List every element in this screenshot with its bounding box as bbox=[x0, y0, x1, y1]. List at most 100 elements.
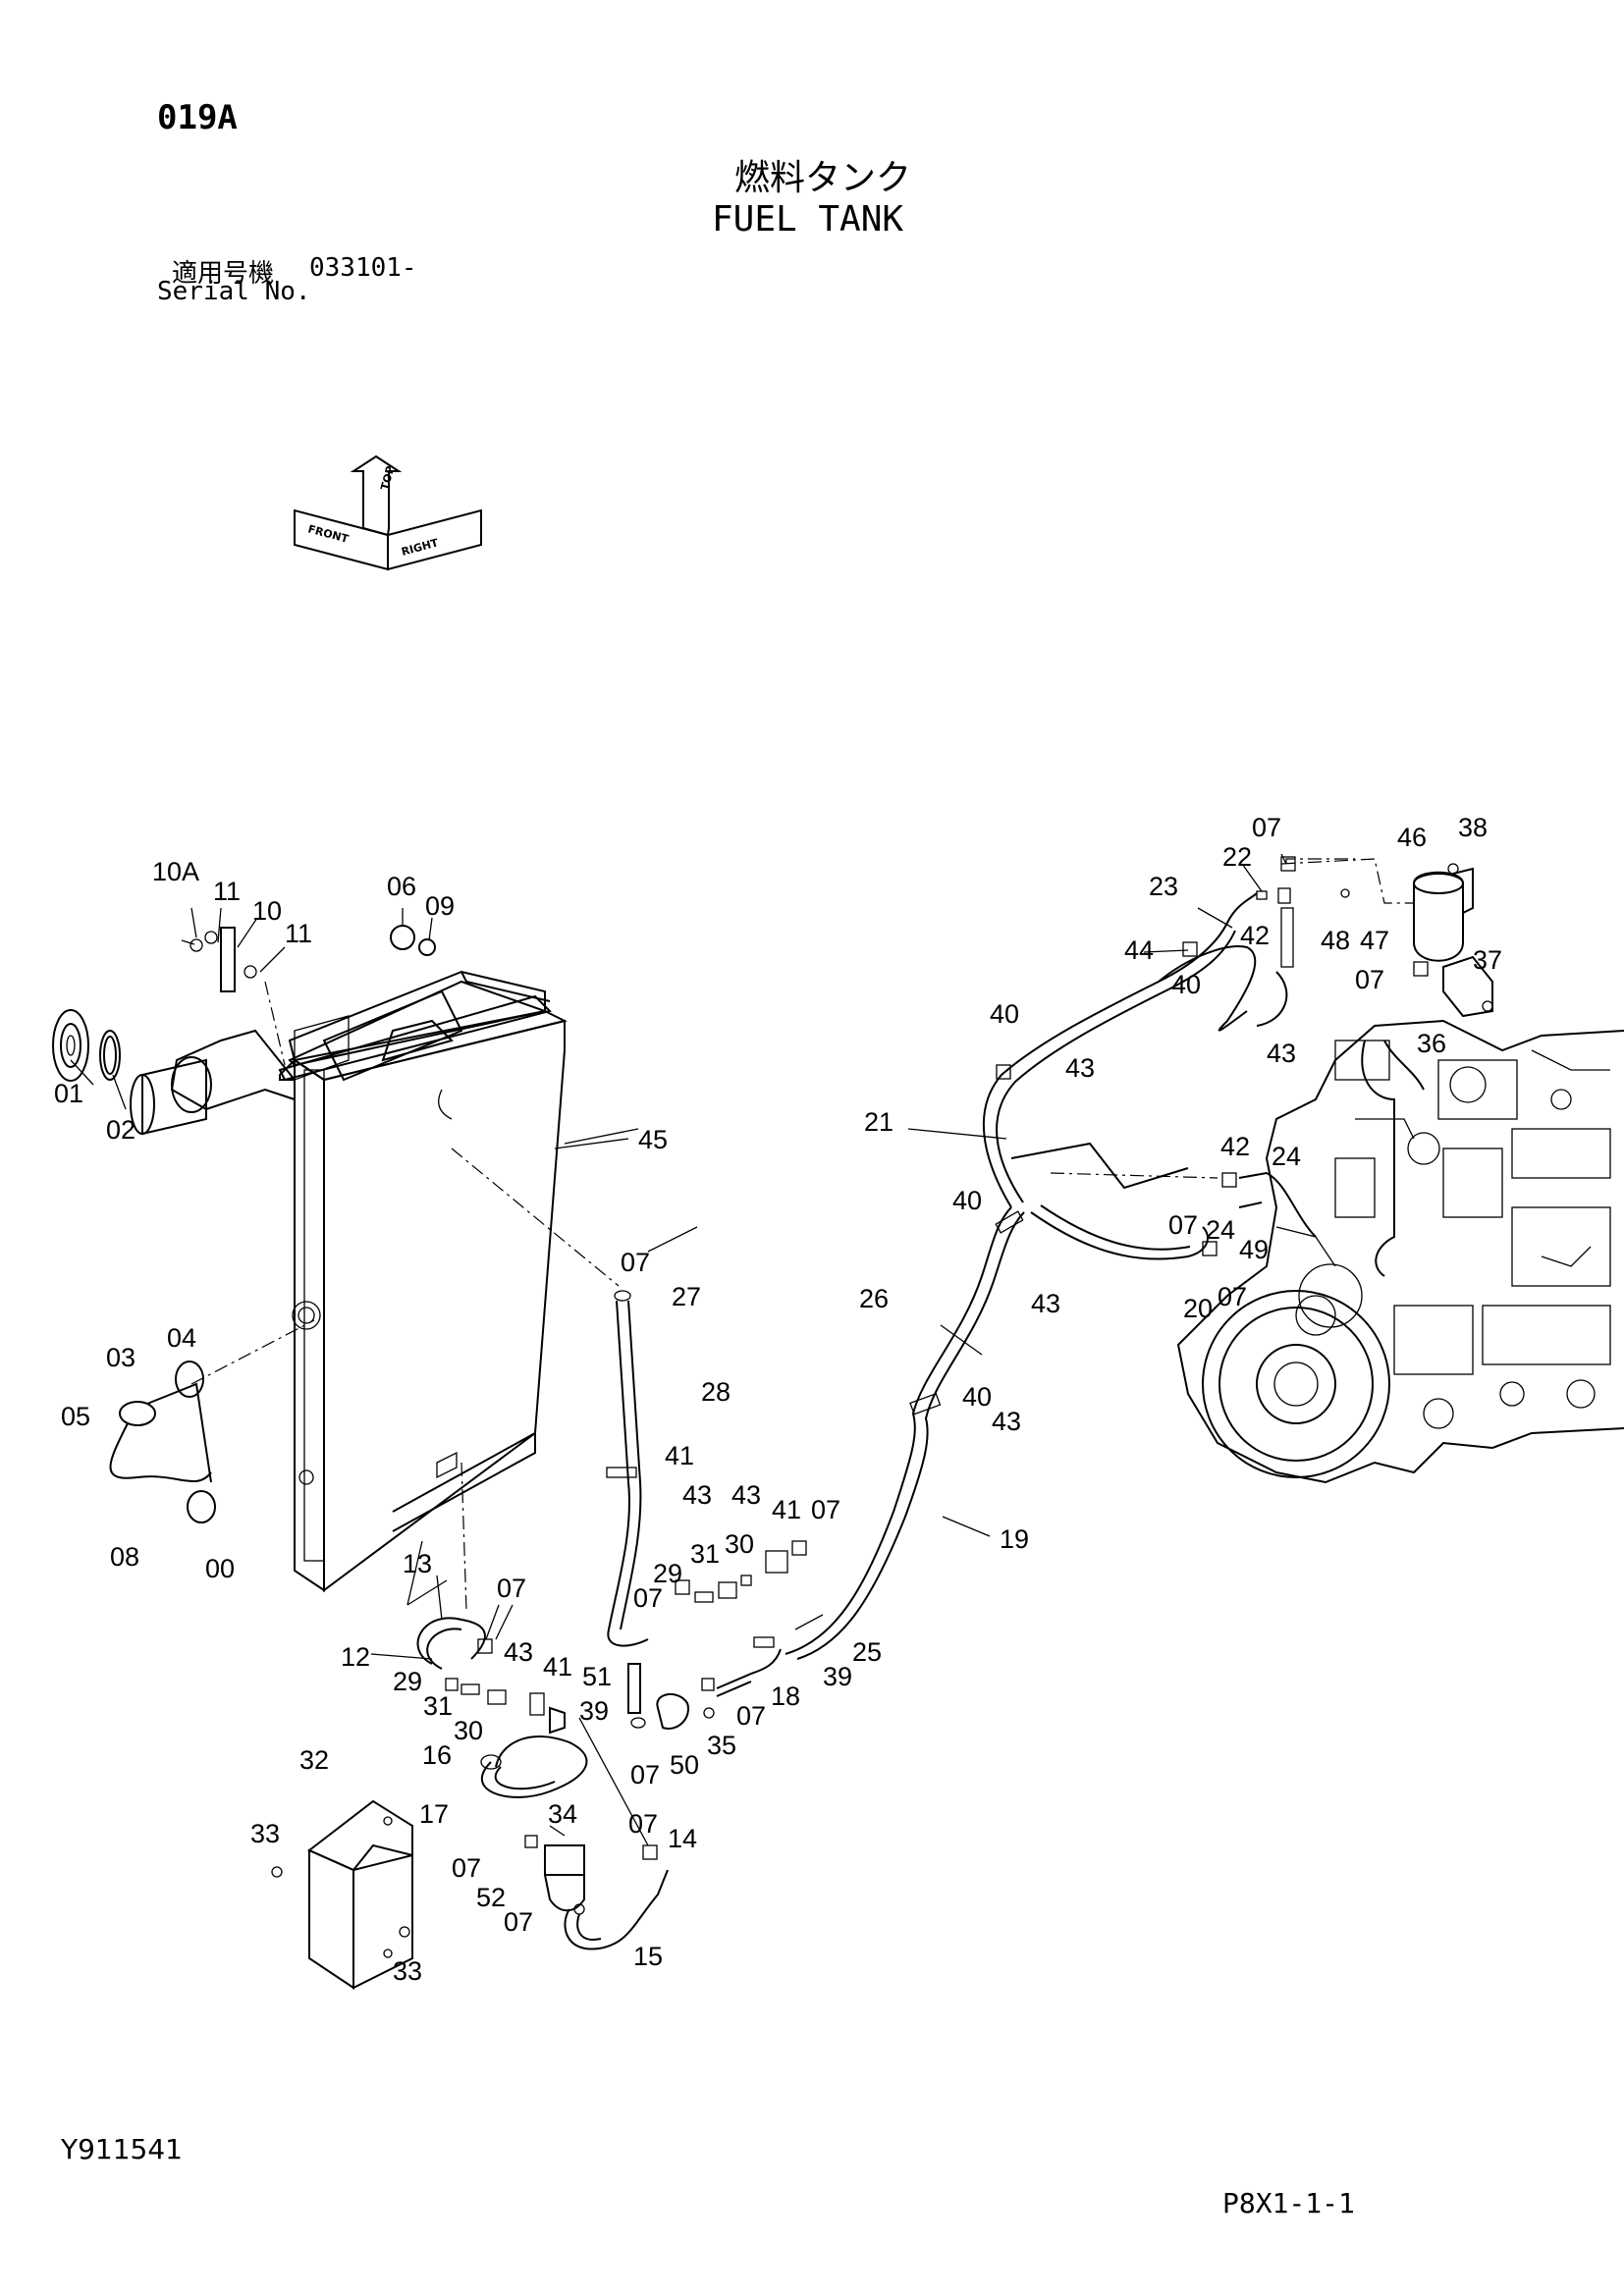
callout-11: 11 bbox=[213, 877, 241, 906]
callout-25: 25 bbox=[852, 1637, 882, 1667]
centre-fittings bbox=[445, 1540, 807, 1735]
callout-49: 49 bbox=[1239, 1235, 1269, 1264]
callout-39: 39 bbox=[579, 1696, 609, 1726]
callout-29: 29 bbox=[393, 1667, 422, 1696]
callout-30: 30 bbox=[725, 1529, 754, 1559]
callout-07: 07 bbox=[811, 1495, 840, 1524]
hose-17 bbox=[480, 1735, 588, 1798]
serial-label-english: Serial No. bbox=[157, 277, 311, 306]
callout-43: 43 bbox=[682, 1480, 712, 1510]
callout-26: 26 bbox=[859, 1284, 889, 1313]
callout-40: 40 bbox=[962, 1382, 992, 1412]
callout-07: 07 bbox=[1252, 813, 1281, 842]
callout-07: 07 bbox=[630, 1760, 660, 1789]
return-hose bbox=[451, 1148, 649, 1647]
callout-17: 17 bbox=[419, 1799, 449, 1829]
callout-20: 20 bbox=[1183, 1294, 1213, 1323]
callout-16: 16 bbox=[422, 1740, 452, 1770]
callout-07: 07 bbox=[452, 1853, 481, 1883]
callout-12: 12 bbox=[341, 1642, 370, 1672]
fuel-sender bbox=[109, 1319, 315, 1523]
callout-42: 42 bbox=[1240, 921, 1270, 950]
callout-40: 40 bbox=[990, 999, 1019, 1029]
callout-07: 07 bbox=[628, 1809, 658, 1839]
hose-21-23 bbox=[982, 887, 1294, 1260]
callout-06: 06 bbox=[387, 872, 416, 901]
callout-40: 40 bbox=[1171, 970, 1201, 999]
callout-11: 11 bbox=[285, 919, 312, 948]
callout-41: 41 bbox=[543, 1652, 572, 1682]
callout-33: 33 bbox=[250, 1819, 280, 1848]
callout-41: 41 bbox=[665, 1441, 694, 1470]
callout-00: 00 bbox=[205, 1554, 235, 1583]
sheet-number: P8X1-1-1 bbox=[1222, 2187, 1355, 2219]
callout-23: 23 bbox=[1149, 872, 1178, 901]
callout-01: 01 bbox=[54, 1079, 83, 1108]
callout-46: 46 bbox=[1397, 823, 1427, 852]
callout-07: 07 bbox=[1218, 1282, 1247, 1311]
callout-38: 38 bbox=[1458, 813, 1488, 842]
right-fittings bbox=[1050, 1171, 1317, 1256]
serial-label-japanese: 適用号機 bbox=[172, 259, 275, 289]
supply-hose-13 bbox=[416, 1617, 493, 1670]
callout-07: 07 bbox=[497, 1574, 526, 1603]
callout-09: 09 bbox=[425, 891, 455, 921]
callout-43: 43 bbox=[1031, 1289, 1060, 1318]
bracket-32 bbox=[271, 1799, 413, 1990]
hose-15 bbox=[564, 1717, 669, 1950]
fuel-pump-50 bbox=[627, 1648, 782, 1730]
callout-07: 07 bbox=[736, 1701, 766, 1731]
callout-30: 30 bbox=[454, 1716, 483, 1745]
orient-right: RIGHT bbox=[400, 536, 440, 559]
callout-29: 29 bbox=[653, 1559, 682, 1588]
callout-24: 24 bbox=[1272, 1142, 1301, 1171]
callout-14: 14 bbox=[668, 1824, 697, 1853]
fuel-filter-52 bbox=[524, 1825, 585, 1915]
fuel-filter-46 bbox=[1280, 856, 1493, 1018]
drawing-number: Y911541 bbox=[61, 2133, 183, 2165]
callout-47: 47 bbox=[1360, 926, 1389, 955]
callout-33: 33 bbox=[393, 1956, 422, 1986]
callout-04: 04 bbox=[167, 1323, 196, 1353]
callout-19: 19 bbox=[1000, 1524, 1029, 1554]
callout-10: 10 bbox=[252, 896, 282, 926]
callout-35: 35 bbox=[707, 1731, 736, 1760]
callout-07: 07 bbox=[621, 1248, 650, 1277]
callout-15: 15 bbox=[633, 1942, 663, 1971]
callout-03: 03 bbox=[106, 1343, 135, 1372]
callout-24: 24 bbox=[1206, 1215, 1235, 1245]
page-code: 019A bbox=[157, 98, 238, 137]
callout-41: 41 bbox=[772, 1495, 801, 1524]
callout-50: 50 bbox=[670, 1750, 699, 1780]
title-japanese: 燃料タンク bbox=[734, 158, 912, 198]
callout-48: 48 bbox=[1321, 926, 1350, 955]
callout-43: 43 bbox=[731, 1480, 761, 1510]
callout-07: 07 bbox=[633, 1583, 663, 1613]
callout-43: 43 bbox=[1267, 1039, 1296, 1068]
leader-lines bbox=[70, 853, 1287, 1660]
callout-07: 07 bbox=[1355, 965, 1384, 994]
callout-02: 02 bbox=[106, 1115, 135, 1145]
callout-52: 52 bbox=[476, 1883, 506, 1912]
fuel-tank bbox=[170, 970, 568, 1611]
callout-08: 08 bbox=[110, 1542, 139, 1572]
callout-22: 22 bbox=[1222, 842, 1252, 872]
title-english: FUEL TANK bbox=[712, 199, 904, 240]
callout-43: 43 bbox=[992, 1407, 1021, 1436]
orient-front: FRONT bbox=[306, 522, 350, 546]
callout-43: 43 bbox=[504, 1637, 533, 1667]
callout-44: 44 bbox=[1124, 935, 1154, 965]
callout-21: 21 bbox=[864, 1107, 893, 1137]
callout-27: 27 bbox=[672, 1282, 701, 1311]
callout-39: 39 bbox=[823, 1662, 852, 1691]
callout-32: 32 bbox=[299, 1745, 329, 1775]
callout-07: 07 bbox=[1168, 1210, 1198, 1240]
filler-cap bbox=[52, 1009, 207, 1136]
orientation-indicator: FRONT TOP RIGHT bbox=[294, 454, 482, 571]
callout-34: 34 bbox=[548, 1799, 577, 1829]
hose-19-26 bbox=[753, 1206, 1025, 1660]
callout-40: 40 bbox=[952, 1186, 982, 1215]
callout-37: 37 bbox=[1473, 945, 1502, 975]
callout-10a: 10A bbox=[152, 857, 199, 886]
